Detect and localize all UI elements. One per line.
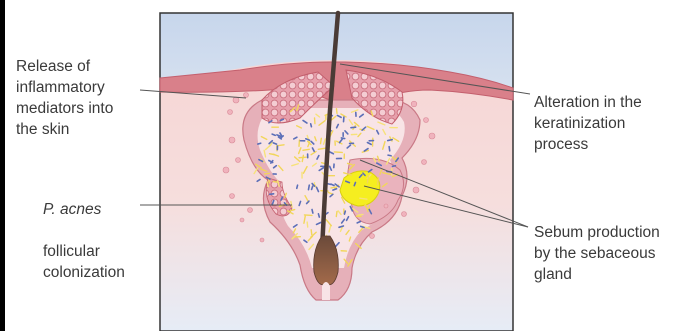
keratin-fleck <box>378 178 379 185</box>
label-p-acnes-species: P. acnes <box>43 201 101 218</box>
keratin-fleck <box>265 173 270 174</box>
label-keratinization: Alteration in the keratinization process <box>534 92 642 155</box>
bacterium <box>311 124 312 127</box>
bacterium <box>312 186 313 189</box>
label-p-acnes-rest: follicular colonization <box>43 243 125 281</box>
label-sebum-production: Sebum production by the sebaceous gland <box>534 222 660 285</box>
keratin-fleck <box>331 187 335 188</box>
label-p-acnes: P. acnes follicular colonization <box>43 178 125 283</box>
keratin-fleck <box>334 152 342 153</box>
keratin-fleck <box>358 214 363 215</box>
bacterium <box>388 140 392 141</box>
keratin-fleck <box>360 198 367 199</box>
keratin-fleck <box>336 109 337 114</box>
dermal-papilla <box>322 282 330 300</box>
bacterium <box>280 119 283 120</box>
bacterium <box>297 185 298 188</box>
bacterium <box>344 211 345 214</box>
keratin-fleck <box>304 215 312 216</box>
keratin-fleck <box>307 222 308 227</box>
bacterium <box>308 185 309 190</box>
bacterium <box>312 209 313 213</box>
bacterium <box>258 143 261 144</box>
bacterium <box>392 166 395 167</box>
keratin-fleck <box>311 230 312 235</box>
label-inflammatory-mediators: Release of inflammatory mediators into t… <box>16 56 113 140</box>
keratin-fleck <box>336 212 337 217</box>
keratin-fleck <box>321 138 322 143</box>
bacterium <box>341 138 344 139</box>
bacterium <box>388 155 391 156</box>
bacterium <box>389 147 390 151</box>
keratin-fleck <box>278 145 284 146</box>
bacterium <box>318 214 319 217</box>
keratin-fleck <box>299 157 306 158</box>
